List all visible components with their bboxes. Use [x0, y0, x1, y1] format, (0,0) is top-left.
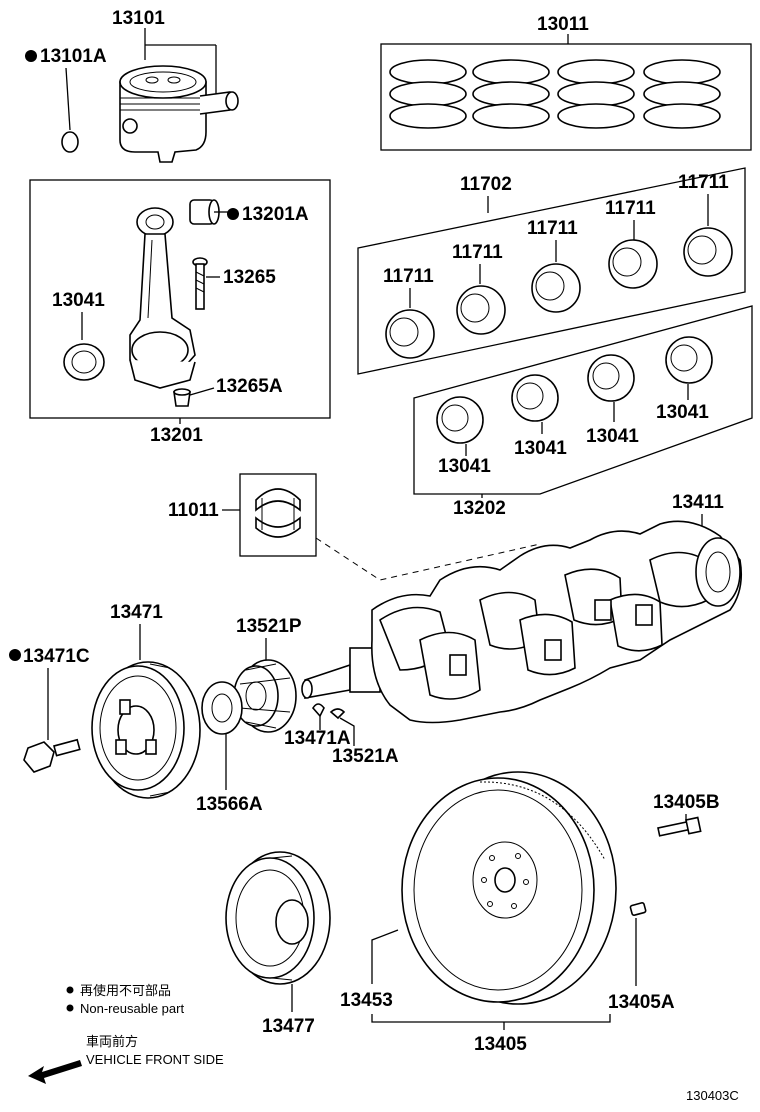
ring-set-3-icon: [557, 59, 635, 129]
main-bearing-3-icon: [531, 263, 581, 313]
label-13041-c[interactable]: 13041: [586, 426, 639, 447]
lower-bearing-4-icon: [665, 336, 713, 384]
main-bearing-1-icon: [385, 309, 435, 359]
direction-jp: 車両前方: [86, 1034, 138, 1049]
label-13201A[interactable]: 13201A: [242, 204, 309, 225]
crankshaft-group: 13411: [301, 492, 743, 724]
rod-bearing-icon: [63, 343, 105, 381]
main-bearing-5-icon: [683, 227, 733, 277]
flywheel-bolt-icon: [657, 816, 702, 837]
main-bearing-4-icon: [608, 239, 658, 289]
lower-bearing-3-icon: [587, 354, 635, 402]
crank-timing-gear-icon: [233, 659, 297, 733]
label-13041-d[interactable]: 13041: [656, 402, 709, 423]
label-13101[interactable]: 13101: [112, 8, 165, 29]
flywheel-icon: [401, 771, 617, 1005]
non-reusable-dot-icon: [9, 649, 21, 661]
label-13471[interactable]: 13471: [110, 602, 163, 623]
ring-set-1-icon: [389, 59, 467, 129]
label-13405B[interactable]: 13405B: [653, 792, 720, 813]
crankshaft-pulley-icon: [91, 661, 201, 799]
label-13201[interactable]: 13201: [150, 425, 203, 446]
label-13471C[interactable]: 13471C: [23, 646, 90, 667]
non-reusable-dot-icon: [25, 50, 37, 62]
legend-dot-icon: [66, 986, 74, 994]
label-13202[interactable]: 13202: [453, 498, 506, 519]
label-13041-rod[interactable]: 13041: [52, 290, 105, 311]
flywheel-group: 13405B 13405A 13453 13405: [340, 771, 720, 1055]
legend-en: Non-reusable part: [80, 1001, 184, 1016]
label-13011[interactable]: 13011: [537, 14, 589, 35]
non-reusable-dot-icon: [227, 208, 239, 220]
crankshaft-icon: [301, 520, 743, 724]
piston-icon: [119, 65, 239, 163]
connecting-rod-icon: [129, 207, 196, 389]
piston-group: 13101 13101A: [25, 8, 239, 163]
ring-set-2-icon: [472, 59, 550, 129]
label-11711-b[interactable]: 11711: [452, 242, 503, 263]
label-13521P[interactable]: 13521P: [236, 616, 302, 637]
main-bearing-2-icon: [456, 285, 506, 335]
lower-bearing-1-icon: [436, 396, 484, 444]
piston-rings-group: 13011: [380, 14, 752, 151]
dowel-pin-icon: [629, 902, 647, 917]
label-13101A[interactable]: 13101A: [40, 46, 107, 67]
label-13265A[interactable]: 13265A: [216, 376, 283, 397]
figure-id: 130403C: [686, 1088, 739, 1103]
label-13453[interactable]: 13453: [340, 990, 393, 1011]
legend: 再使用不可部品 Non-reusable part: [66, 983, 184, 1016]
label-11711-c[interactable]: 11711: [527, 218, 578, 239]
label-13041-b[interactable]: 13041: [514, 438, 567, 459]
legend-jp: 再使用不可部品: [80, 983, 171, 998]
label-13411[interactable]: 13411: [672, 492, 724, 513]
label-13041-a[interactable]: 13041: [438, 456, 491, 477]
main-bearing-lower-group: 13041 13041 13041 13041 13202: [413, 305, 753, 519]
label-13521A[interactable]: 13521A: [332, 746, 399, 767]
label-13405A[interactable]: 13405A: [608, 992, 675, 1013]
pulley-group: 13471 13471C 13521P: [9, 602, 399, 815]
rod-nut-icon: [173, 388, 191, 407]
lower-bearing-2-icon: [511, 374, 559, 422]
label-13477[interactable]: 13477: [262, 1016, 315, 1037]
ring-set-4-icon: [643, 59, 721, 129]
front-arrow-icon: [28, 1060, 82, 1084]
label-13566A[interactable]: 13566A: [196, 794, 263, 815]
direction-indicator: 車両前方 VEHICLE FRONT SIDE: [28, 1034, 224, 1084]
label-11711-d[interactable]: 11711: [605, 198, 656, 219]
oil-seal-washer-icon: [201, 681, 243, 735]
legend-dot-icon: [66, 1004, 74, 1012]
snap-ring-icon: [61, 131, 79, 153]
label-13405[interactable]: 13405: [474, 1034, 527, 1055]
label-13471A[interactable]: 13471A: [284, 728, 351, 749]
thrust-washer-icon: [255, 488, 301, 538]
damper-pulley-group: 13477: [225, 851, 331, 1037]
connecting-rod-group: 13201A 13265 13041: [29, 179, 331, 446]
label-11711-a[interactable]: 11711: [383, 266, 434, 287]
thrust-washer-group: 11011: [168, 473, 541, 581]
pulley-bolt-icon: [23, 738, 81, 773]
label-11702[interactable]: 11702: [460, 174, 512, 195]
drive-plate-pulley-icon: [225, 851, 331, 985]
key-icons: [312, 703, 346, 720]
direction-en: VEHICLE FRONT SIDE: [86, 1052, 224, 1067]
main-bearing-upper-group: 11702 11711 11711 11711 11711 11711: [357, 167, 746, 375]
label-13265[interactable]: 13265: [223, 267, 276, 288]
label-11711-e[interactable]: 11711: [678, 172, 729, 193]
rod-bolt-icon: [192, 257, 208, 310]
label-11011[interactable]: 11011: [168, 500, 219, 521]
